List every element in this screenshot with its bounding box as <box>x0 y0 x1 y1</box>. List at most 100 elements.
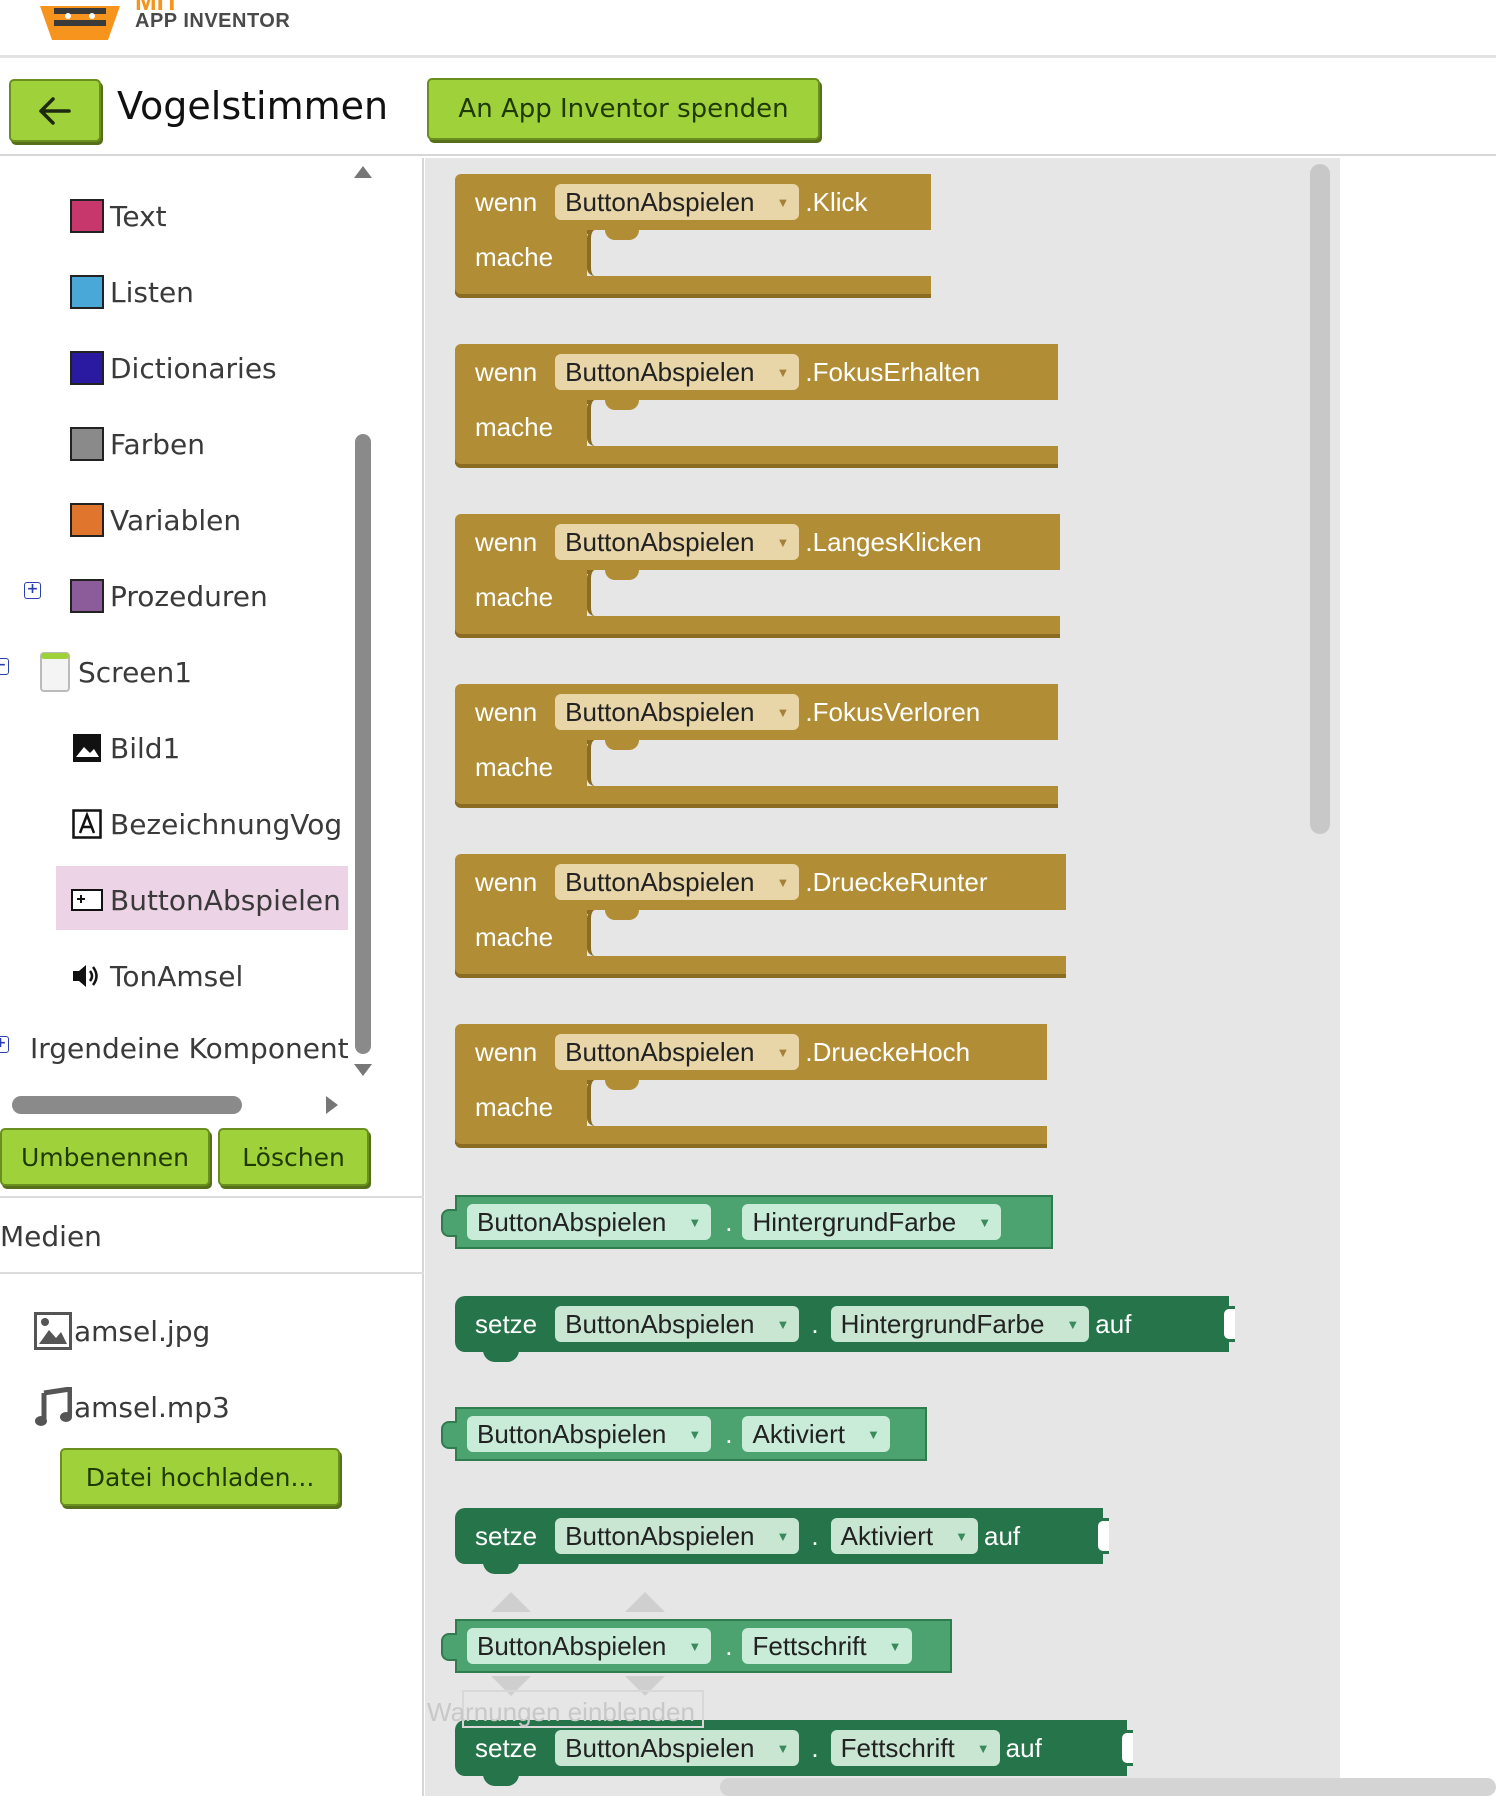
statement-slot[interactable] <box>587 910 1066 956</box>
arrow-left-icon <box>39 96 71 125</box>
statement-slot[interactable] <box>587 570 1060 616</box>
statement-slot[interactable] <box>587 400 1058 446</box>
tree-item-label: TonAmsel <box>110 959 244 993</box>
component-dropdown[interactable]: ButtonAbspielen▼ <box>555 354 800 390</box>
dropdown-arrow-icon: ▼ <box>776 874 790 890</box>
auf-label: auf <box>1095 1308 1132 1339</box>
property-dropdown[interactable]: Aktiviert▼ <box>830 1518 978 1554</box>
blocks-workspace[interactable]: wenn ButtonAbspielen▼ .Klick mache wenn … <box>425 158 1496 1796</box>
warnings-toggle[interactable] <box>462 1690 704 1728</box>
component-dropdown[interactable]: ButtonAbspielen▼ <box>555 1306 800 1342</box>
property-dropdown-label: HintergrundFarbe <box>840 1308 1045 1339</box>
scroll-up-icon[interactable] <box>354 166 372 178</box>
dropdown-arrow-icon: ▼ <box>688 1638 702 1654</box>
tree-vertical-scrollbar[interactable] <box>355 434 371 1054</box>
tree-item-buttonabspielen[interactable]: ButtonAbspielen <box>70 870 341 930</box>
input-socket[interactable] <box>1095 1518 1109 1554</box>
statement-slot[interactable] <box>587 1080 1047 1126</box>
mache-label: mache <box>475 922 554 952</box>
component-dropdown[interactable]: ButtonAbspielen▼ <box>555 1034 800 1070</box>
blocks-flyout: wenn ButtonAbspielen▼ .Klick mache wenn … <box>425 158 1340 1796</box>
block-tab <box>483 1350 519 1362</box>
tree-item-text[interactable]: Text <box>70 186 167 246</box>
component-dropdown[interactable]: ButtonAbspielen ▼ <box>555 864 800 900</box>
expand-any-component-icon[interactable]: + <box>0 1036 9 1053</box>
setter-block-hintergrundfarbe[interactable]: setze ButtonAbspielen▼ . HintergrundFarb… <box>455 1296 1235 1362</box>
tree-item-label: Dictionaries <box>110 351 277 385</box>
tree-item-variables[interactable]: Variablen <box>70 490 241 550</box>
property-dropdown[interactable]: HintergrundFarbe ▼ <box>830 1306 1090 1342</box>
component-dropdown[interactable]: ButtonAbspielen▼ <box>555 1730 800 1766</box>
workspace-horizontal-scrollbar[interactable] <box>720 1778 1496 1796</box>
input-socket[interactable] <box>1221 1306 1235 1342</box>
component-dropdown[interactable]: ButtonAbspielen▼ <box>467 1416 712 1452</box>
tree-item-label: Listen <box>110 275 194 309</box>
property-dropdown[interactable]: Aktiviert▼ <box>742 1416 890 1452</box>
image-file-icon <box>34 1312 72 1350</box>
property-dropdown[interactable]: Fettschrift▼ <box>742 1628 912 1664</box>
block-notch <box>605 740 639 750</box>
scroll-right-icon[interactable] <box>326 1096 338 1114</box>
input-socket[interactable] <box>1119 1730 1133 1766</box>
property-dropdown[interactable]: HintergrundFarbe▼ <box>742 1204 1002 1240</box>
tree-item-screen1[interactable]: Screen1 <box>38 642 192 702</box>
zoom-in-icon[interactable] <box>625 1592 665 1612</box>
tree-item-bild1[interactable]: Bild1 <box>70 718 180 778</box>
component-dropdown[interactable]: ButtonAbspielen▼ <box>555 694 800 730</box>
collapse-screen-icon[interactable]: − <box>0 658 9 675</box>
mache-label: mache <box>475 412 554 442</box>
dot-separator: . <box>811 1732 819 1763</box>
flyout-vertical-scrollbar[interactable] <box>1310 164 1330 834</box>
tree-item-bezeichnung[interactable]: BezeichnungVog <box>70 794 342 854</box>
media-file-jpg[interactable]: amsel.jpg <box>34 1306 210 1356</box>
getter-block-fettschrift[interactable]: ButtonAbspielen▼ . Fettschrift▼ <box>441 1619 952 1673</box>
dropdown-arrow-icon: ▼ <box>978 1214 992 1230</box>
getter-block-hintergrundfarbe[interactable]: ButtonAbspielen▼ . HintergrundFarbe▼ <box>441 1195 1053 1249</box>
dropdown-arrow-icon: ▼ <box>1066 1316 1080 1332</box>
top-bar: MIT APP INVENTOR <box>0 0 1496 58</box>
media-file-mp3[interactable]: amsel.mp3 <box>34 1382 230 1432</box>
component-dropdown[interactable]: ButtonAbspielen▼ <box>555 1518 800 1554</box>
tree-item-label: Screen1 <box>78 655 193 689</box>
tree-horizontal-scrollbar[interactable] <box>12 1096 242 1114</box>
donate-button[interactable]: An App Inventor spenden <box>427 78 820 140</box>
statement-slot[interactable] <box>587 230 931 276</box>
property-dropdown-label: Fettschrift <box>752 1630 867 1661</box>
tree-item-any-component[interactable]: Irgendeine Komponent <box>30 1018 349 1078</box>
component-dropdown[interactable]: ButtonAbspielen▼ <box>555 524 800 560</box>
property-dropdown[interactable]: Fettschrift▼ <box>830 1730 1000 1766</box>
upload-file-button[interactable]: Datei hochladen... <box>60 1448 340 1506</box>
tree-item-dictionaries[interactable]: Dictionaries <box>70 338 277 398</box>
logo-text: APP INVENTOR <box>135 10 291 32</box>
back-button[interactable] <box>9 79 101 142</box>
tree-item-tonamsel[interactable]: TonAmsel <box>70 946 243 1006</box>
tree-item-label: Text <box>110 199 167 233</box>
wenn-label: wenn <box>475 186 538 217</box>
component-dropdown[interactable]: ButtonAbspielen▼ <box>555 184 800 220</box>
component-dropdown[interactable]: ButtonAbspielen▼ <box>467 1628 712 1664</box>
setter-block-aktiviert[interactable]: setze ButtonAbspielen▼ . Aktiviert▼ auf <box>455 1508 1109 1574</box>
speaker-icon <box>70 959 104 993</box>
tree-item-lists[interactable]: Listen <box>70 262 194 322</box>
tree-item-colors[interactable]: Farben <box>70 414 205 474</box>
dropdown-arrow-icon: ▼ <box>776 534 790 550</box>
media-title: Medien <box>0 1220 102 1253</box>
wenn-label: wenn <box>475 356 538 387</box>
scroll-down-icon[interactable] <box>354 1064 372 1076</box>
component-dropdown[interactable]: ButtonAbspielen▼ <box>467 1204 712 1240</box>
rename-button[interactable]: Umbenennen <box>0 1128 210 1186</box>
tree-item-procedures[interactable]: Prozeduren <box>70 566 268 626</box>
getter-block-aktiviert[interactable]: ButtonAbspielen▼ . Aktiviert▼ <box>441 1407 927 1461</box>
zoom-in-icon[interactable] <box>491 1592 531 1612</box>
statement-slot[interactable] <box>587 740 1058 786</box>
dropdown-arrow-icon: ▼ <box>955 1528 968 1544</box>
expand-procedures-icon[interactable]: + <box>24 582 41 599</box>
setter-block-fettschrift[interactable]: setze ButtonAbspielen▼ . Fettschrift▼ au… <box>455 1720 1133 1786</box>
mache-label: mache <box>475 242 554 272</box>
output-plug <box>441 1633 457 1661</box>
component-dropdown-label: ButtonAbspielen <box>565 866 755 897</box>
auf-label: auf <box>983 1520 1021 1551</box>
component-dropdown-label: ButtonAbspielen <box>565 1036 755 1067</box>
blocks-tree: Text Listen Dictionaries Farben Variable… <box>0 158 376 1118</box>
delete-button[interactable]: Löschen <box>218 1128 369 1186</box>
